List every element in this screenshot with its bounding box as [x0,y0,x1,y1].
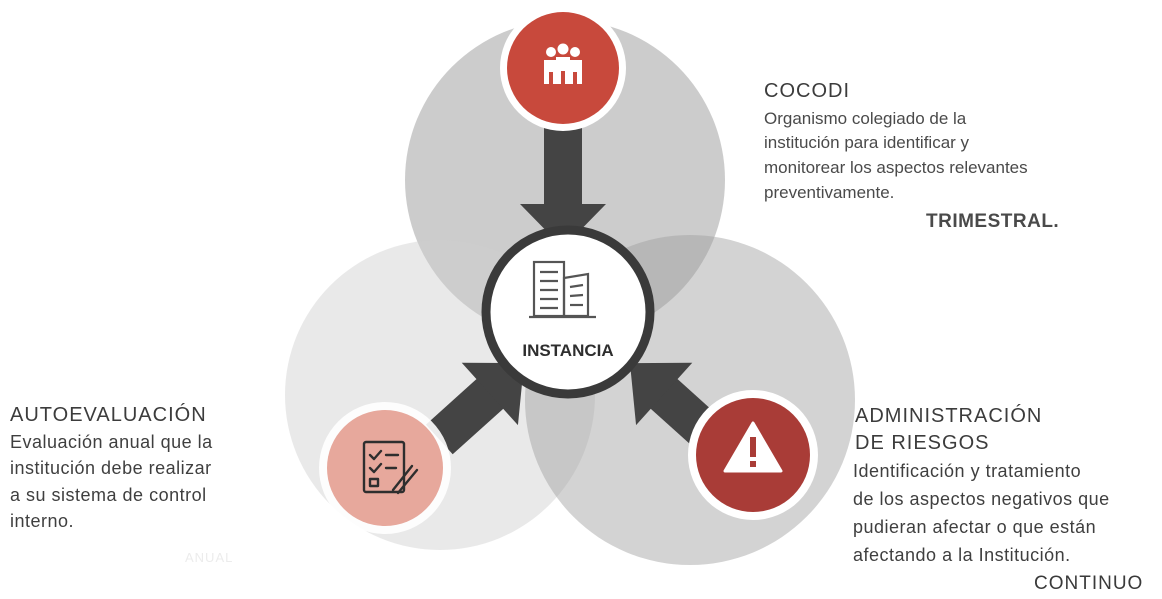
center-circle [481,225,655,399]
riesgos-line-2: de los aspectos negativos que [853,489,1110,509]
autoevaluacion-line-4: interno. [10,511,75,531]
riesgos-title-line-1: ADMINISTRACIÓN [855,405,1043,427]
cocodi-frequency: TRIMESTRAL. [926,211,1060,232]
autoevaluacion-line-3: a su sistema de control [10,485,207,505]
autoevaluacion-frequency: ANUAL [185,550,234,565]
autoevaluacion-arrow [425,362,525,455]
cocodi-line-4: preventivamente. [764,183,895,202]
cocodi-line-1: Organismo colegiado de la [764,109,967,128]
team-icon [544,43,582,84]
riesgos-line-4: afectando a la Institución. [853,545,1071,565]
cocodi-line-3: monitorear los aspectos relevantes [764,158,1028,177]
riesgos-line-1: Identificación y tratamiento [853,461,1082,481]
checklist-icon [362,440,419,495]
buildings-icon [529,260,596,319]
riesgos-line-3: pudieran afectar o que están [853,517,1097,537]
center-label: INSTANCIA [522,341,613,360]
cocodi-title: COCODI [764,80,850,102]
autoevaluacion-title: AUTOEVALUACIÓN [10,404,207,426]
riesgos-frequency: CONTINUO [1034,573,1144,594]
warning-icon [723,421,783,473]
riesgos-title-line-2: DE RIESGOS [855,432,990,454]
autoevaluacion-line-1: Evaluación anual que la [10,432,213,452]
cocodi-line-2: institución para identificar y [764,133,970,152]
autoevaluacion-line-2: institución debe realizar [10,458,212,478]
